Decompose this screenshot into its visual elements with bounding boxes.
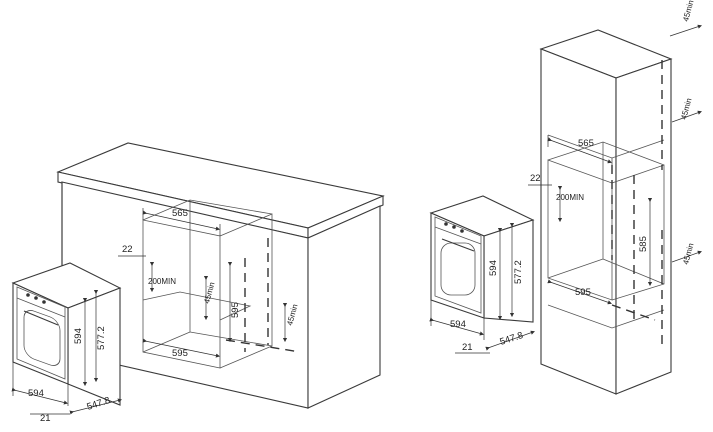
right-upper-vent-label: 45min xyxy=(679,97,693,120)
left-depth-offset-label: 22 xyxy=(122,244,133,255)
left-width-label: 565 xyxy=(172,208,188,219)
left-oven-height-outer: 594 xyxy=(73,328,84,344)
right-depth-offset-label: 22 xyxy=(530,173,541,184)
middle-oven xyxy=(429,195,535,323)
right-clearance-label: 200MIN xyxy=(556,193,584,202)
right-opening-label: 595 xyxy=(575,287,591,298)
left-clearance-label: 200MIN xyxy=(148,277,176,286)
left-oven-depth: 547.8 xyxy=(86,395,112,413)
tall-cabinet-dimensions: 45min 565 45min 22 200MIN 585 45min 595 xyxy=(528,0,702,305)
left-height-label: 595 xyxy=(230,302,241,318)
middle-oven-depth: 547.8 xyxy=(499,330,525,348)
left-opening-label: 595 xyxy=(172,348,188,359)
left-oven-width: 594 xyxy=(28,388,44,399)
right-width-label: 565 xyxy=(578,138,594,149)
base-cabinet xyxy=(56,142,385,409)
left-oven-door: 21 xyxy=(40,413,51,424)
left-oven-dimensions: 594 577.2 594 21 547.8 xyxy=(11,289,123,424)
middle-oven-height-body: 577.2 xyxy=(513,260,524,284)
tall-cabinet xyxy=(539,29,673,395)
middle-oven-door: 21 xyxy=(462,342,473,353)
right-top-vent-label: 45min xyxy=(681,0,695,23)
right-lower-vent-label: 45min xyxy=(681,242,695,265)
middle-oven-width: 594 xyxy=(450,319,466,330)
right-height-label: 585 xyxy=(638,236,649,252)
left-oven-height-body: 577.2 xyxy=(96,326,107,350)
middle-oven-height-outer: 594 xyxy=(488,260,499,276)
